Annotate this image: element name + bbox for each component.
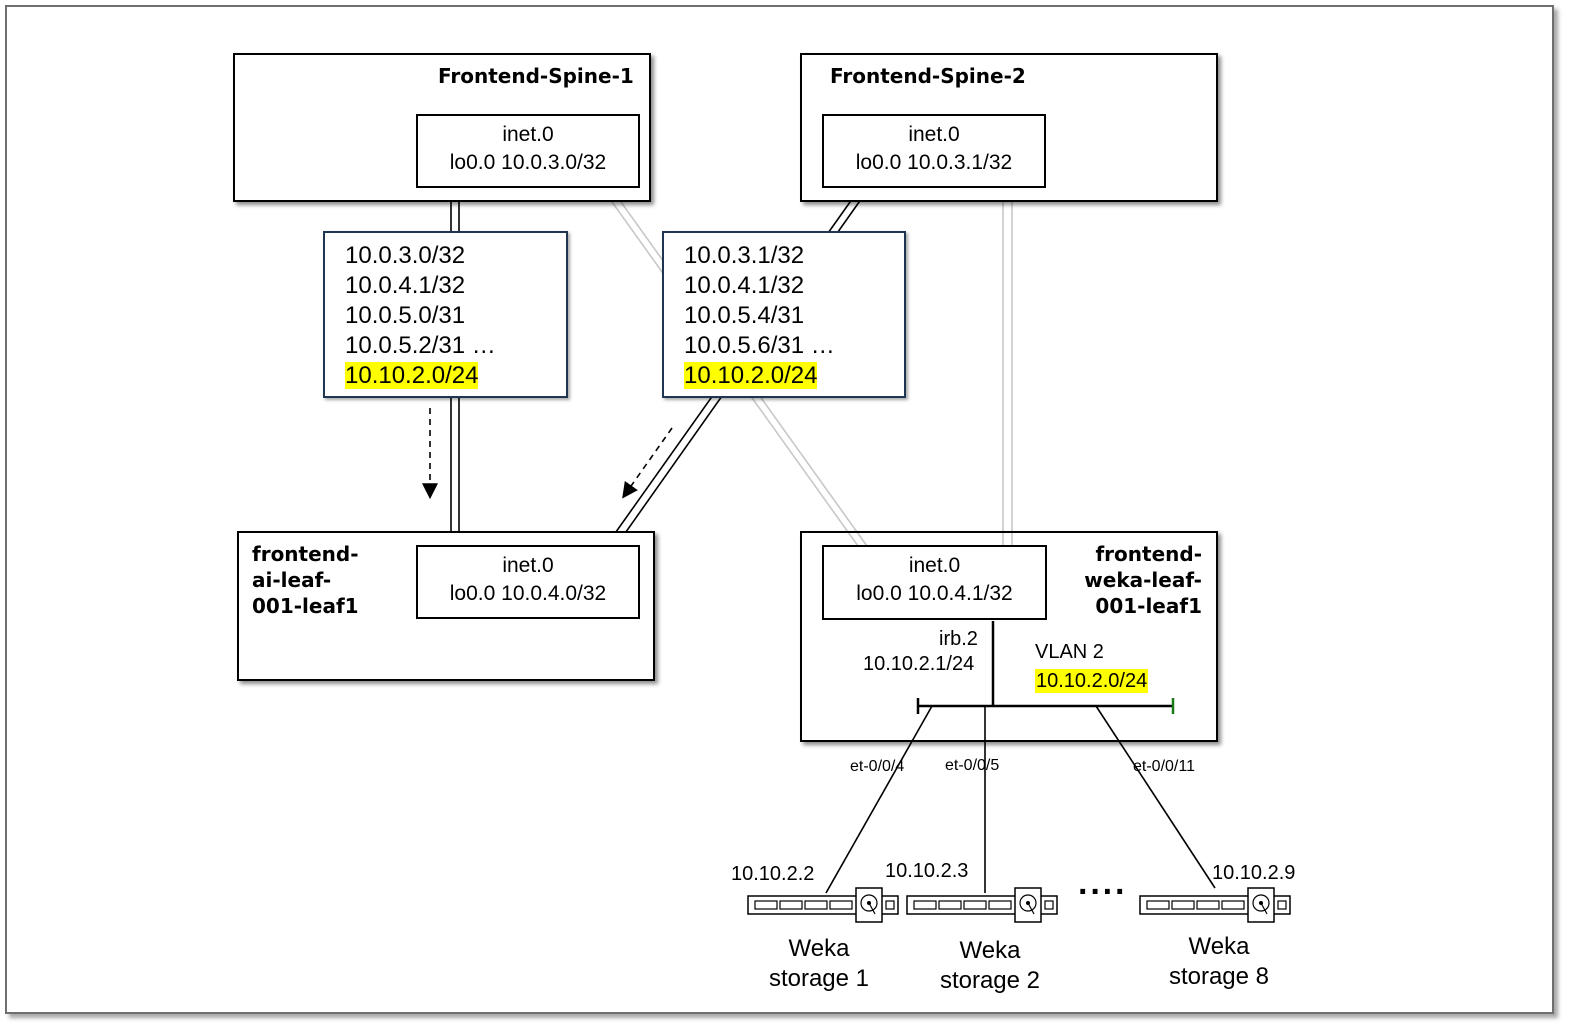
access-link-host8 (1095, 705, 1216, 889)
route-entry: 10.0.5.4/31 (684, 302, 805, 329)
host-name-line: storage 8 (1168, 963, 1270, 990)
ai-leaf-loopback: lo0.0 10.0.4.0/32 (449, 582, 607, 605)
route-entry: 10.0.3.0/32 (345, 242, 466, 269)
route-entry: 10.0.4.1/32 (345, 272, 466, 299)
route-entry: 10.0.5.0/31 (345, 302, 466, 329)
spine-1-title: Frontend-Spine-1 (438, 64, 634, 88)
host-name-line: Weka (788, 935, 850, 962)
route-table-spine-1: 10.0.3.0/32 10.0.4.1/32 10.0.5.0/31 10.0… (323, 231, 568, 398)
host-name-line: storage 2 (939, 967, 1041, 994)
weka-leaf-title-line: weka-leaf- (1084, 568, 1202, 592)
weka-leaf-rib-name: inet.0 (908, 554, 961, 577)
spine-2-loopback: lo0.0 10.0.3.1/32 (855, 151, 1013, 174)
weka-leaf-title-line: 001-leaf1 (1095, 594, 1202, 618)
spine-1-rib-name: inet.0 (502, 123, 554, 146)
spine-2-rib: inet.0 lo0.0 10.0.3.1/32 (822, 114, 1046, 188)
storage-server-1 (747, 887, 899, 923)
storage-server-2 (906, 887, 1058, 923)
link-spine2-weka-leaf (1002, 188, 1013, 546)
weka-leaf-title: frontend- weka-leaf- 001-leaf1 (1084, 541, 1202, 619)
weka-leaf-title-line: frontend- (1095, 542, 1202, 566)
host-name-2: Weka storage 2 (910, 936, 1070, 996)
ai-leaf-rib: inet.0 lo0.0 10.0.4.0/32 (416, 545, 640, 619)
host-ip: 10.10.2.9 (1212, 862, 1296, 884)
host-name-line: storage 1 (768, 965, 870, 992)
weka-leaf-device (800, 531, 1218, 742)
port-label: et-0/0/4 (850, 758, 905, 775)
host-name-8: Weka storage 8 (1139, 932, 1299, 992)
irb-address: 10.10.2.1/24 (863, 653, 975, 675)
irb-name: irb.2 (939, 628, 978, 650)
weka-leaf-rib: inet.0 lo0.0 10.0.4.1/32 (822, 545, 1047, 620)
route-entry-highlighted: 10.10.2.0/24 (684, 362, 818, 389)
route-arrow-2 (622, 427, 673, 499)
route-table-spine-2: 10.0.3.1/32 10.0.4.1/32 10.0.5.4/31 10.0… (662, 231, 906, 398)
route-entry: 10.0.4.1/32 (684, 272, 805, 299)
access-link-host1 (825, 705, 933, 894)
spine-1-rib: inet.0 lo0.0 10.0.3.0/32 (416, 114, 640, 188)
ai-leaf-title-line: 001-leaf1 (252, 594, 359, 618)
weka-leaf-loopback: lo0.0 10.0.4.1/32 (856, 582, 1013, 605)
host-ip: 10.10.2.3 (885, 860, 969, 882)
host-name-line: Weka (959, 937, 1021, 964)
host-name-line: Weka (1188, 933, 1250, 960)
host-name-1: Weka storage 1 (739, 934, 899, 994)
more-hosts-ellipsis: ···· (1078, 873, 1128, 911)
port-label: et-0/0/5 (945, 757, 1000, 774)
ai-leaf-title: frontend- ai-leaf- 001-leaf1 (252, 541, 359, 619)
route-entry: 10.0.5.2/31 … (345, 332, 496, 359)
route-entry: 10.0.3.1/32 (684, 242, 805, 269)
port-label: et-0/0/11 (1133, 758, 1195, 775)
route-entry-highlighted: 10.10.2.0/24 (345, 362, 479, 389)
spine-2-title: Frontend-Spine-2 (830, 64, 1026, 88)
spine-2-rib-name: inet.0 (908, 123, 960, 146)
vlan-name: VLAN 2 (1035, 641, 1104, 663)
storage-server-8 (1139, 887, 1291, 923)
route-entry: 10.0.5.6/31 … (684, 332, 835, 359)
ai-leaf-title-line: frontend- (252, 542, 359, 566)
ai-leaf-title-line: ai-leaf- (252, 568, 332, 592)
ai-leaf-rib-name: inet.0 (502, 554, 554, 577)
host-ip: 10.10.2.2 (731, 863, 815, 885)
spine-1-loopback: lo0.0 10.0.3.0/32 (449, 151, 607, 174)
vlan-subnet: 10.10.2.0/24 (1035, 669, 1149, 693)
